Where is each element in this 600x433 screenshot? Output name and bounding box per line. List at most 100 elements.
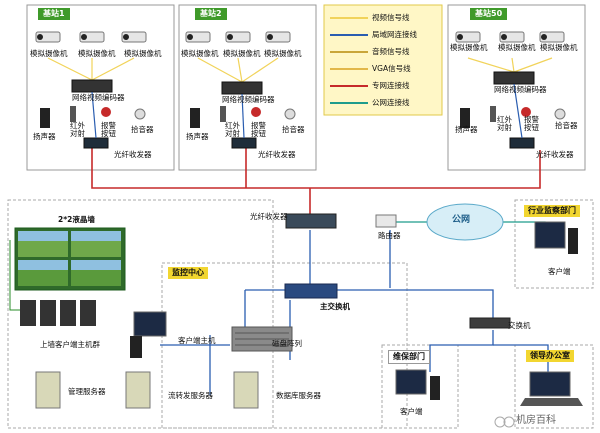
s2-mic-label: 拾音器	[282, 125, 305, 134]
s1-camera-3	[121, 31, 147, 43]
leader-area	[514, 344, 594, 429]
s50-fiber	[509, 137, 535, 149]
mgmt-server-label: 管理服务器	[68, 387, 106, 396]
s2-mic	[284, 108, 296, 120]
s50-fiber-label: 光纤收发器	[536, 150, 574, 159]
s2-lan-line	[241, 93, 245, 139]
legend-lines	[330, 17, 368, 104]
maintenance-title: 维保部门	[388, 350, 430, 364]
monitor-center-title: 监控中心	[168, 267, 208, 279]
legend-item-2: 音频信号线	[372, 47, 410, 56]
router-label: 路由器	[378, 231, 401, 240]
s50-camera-3	[539, 31, 565, 43]
host-group-label: 上墙客户端主机群	[40, 340, 100, 349]
s50-cam-label-2: 模拟摄像机	[498, 43, 536, 52]
legend-item-5: 公网连接线	[372, 98, 410, 107]
station-50-title: 基站50	[470, 8, 508, 20]
s50-video-line-2	[511, 57, 515, 73]
dept-clients-art	[395, 221, 583, 406]
s1-ir	[70, 106, 76, 122]
legend-item-1: 局域网连接线	[372, 30, 417, 39]
legend-item-3: VGA信号线	[372, 64, 411, 73]
s50-mic-label: 拾音器	[555, 121, 578, 130]
s2-video-line-1	[197, 57, 243, 83]
industry-title: 行业监察部门	[524, 205, 580, 217]
host-group	[20, 300, 96, 326]
s1-camera-2	[79, 31, 105, 43]
station-2-title: 基站2	[195, 8, 227, 20]
s2-ir	[220, 106, 226, 122]
legend-item-4: 专网连接线	[372, 81, 410, 90]
center-fiber-label: 光纤收发器	[250, 212, 288, 221]
s1-camera-1	[35, 31, 61, 43]
s50-alarm-label: 报警 按钮	[524, 115, 539, 132]
s2-camera-3	[265, 31, 291, 43]
s50-encoder	[493, 71, 535, 85]
s1-speaker	[40, 108, 50, 128]
disk-array-label: 磁盘阵列	[272, 339, 302, 348]
s2-alarm	[251, 107, 261, 117]
s1-alarm	[101, 107, 111, 117]
s1-mic	[134, 108, 146, 120]
s50-alarm	[521, 107, 531, 117]
private-network-lines	[91, 148, 541, 215]
client-host-label: 客户端主机	[178, 336, 216, 345]
video-wall-label: 2*2液晶墙	[58, 215, 95, 224]
s1-cam-label-1: 模拟摄像机	[30, 49, 68, 58]
s50-video-line-1	[467, 57, 515, 73]
s2-fiber-label: 光纤收发器	[258, 150, 296, 159]
db-server-label: 数据库服务器	[276, 391, 321, 400]
video-wall	[9, 227, 126, 311]
s2-cam-label-2: 模拟摄像机	[223, 49, 261, 58]
s2-camera-2	[225, 31, 251, 43]
stations-art	[35, 31, 566, 149]
s2-cam-label-1: 模拟摄像机	[181, 49, 219, 58]
client-host-art	[130, 311, 167, 358]
s2-alarm-label: 报警 按钮	[251, 121, 266, 138]
s1-mic-label: 拾音器	[131, 125, 154, 134]
s2-encoder-label: 网络视频编码器	[222, 95, 275, 104]
s1-cam-label-2: 模拟摄像机	[78, 49, 116, 58]
watermark-text: 机房百科	[516, 415, 556, 426]
s50-mic	[554, 108, 566, 120]
s1-video-line-1	[47, 57, 93, 81]
main-switch-art	[284, 283, 338, 299]
s50-camera-1	[455, 31, 481, 43]
legend-box	[323, 4, 443, 116]
s1-fiber-label: 光纤收发器	[114, 150, 152, 159]
s2-camera-1	[185, 31, 211, 43]
s2-encoder	[221, 81, 263, 95]
s1-video-line-3	[91, 57, 135, 81]
center-fiber-art	[285, 213, 337, 229]
router-art	[375, 214, 397, 228]
s1-encoder	[71, 79, 113, 93]
industry-client-label: 客户端	[548, 267, 571, 276]
switch-label: 交换机	[508, 321, 531, 330]
leader-title: 领导办公室	[526, 350, 574, 362]
s50-speaker-label: 扬声器	[455, 125, 478, 134]
cloud-art	[426, 203, 504, 241]
station-1-title: 基站1	[38, 8, 70, 20]
servers-art	[35, 371, 259, 409]
s1-cam-label-3: 模拟摄像机	[124, 49, 162, 58]
s50-cam-label-3: 模拟摄像机	[540, 43, 578, 52]
s50-encoder-label: 网络视频编码器	[494, 85, 547, 94]
maintenance-client-label: 客户端	[400, 407, 423, 416]
disk-array-art	[231, 326, 293, 352]
cloud-label: 公网	[452, 215, 471, 225]
s1-fiber	[83, 137, 109, 149]
s1-lan-line	[91, 91, 97, 139]
s2-fiber	[231, 137, 257, 149]
s50-video-line-3	[513, 57, 553, 73]
industry-area	[514, 199, 594, 289]
s50-lan-line	[513, 83, 523, 139]
s50-camera-2	[499, 31, 525, 43]
maintenance-area	[381, 344, 459, 429]
lan-lines	[139, 230, 549, 400]
s1-ir-label: 红外 对射	[70, 121, 85, 138]
s50-ir-label: 红外 对射	[497, 115, 512, 132]
s1-speaker-label: 扬声器	[33, 132, 56, 141]
s1-encoder-label: 网络视频编码器	[72, 93, 125, 102]
legend-item-0: 视频信号线	[372, 13, 410, 22]
left-area	[7, 199, 274, 429]
